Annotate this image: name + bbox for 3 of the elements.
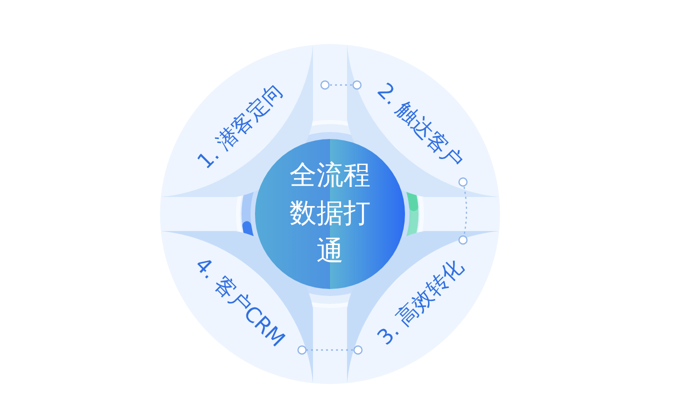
dotted-connector <box>458 177 468 245</box>
dotted-connector <box>297 345 363 355</box>
dotted-connector <box>320 80 362 90</box>
